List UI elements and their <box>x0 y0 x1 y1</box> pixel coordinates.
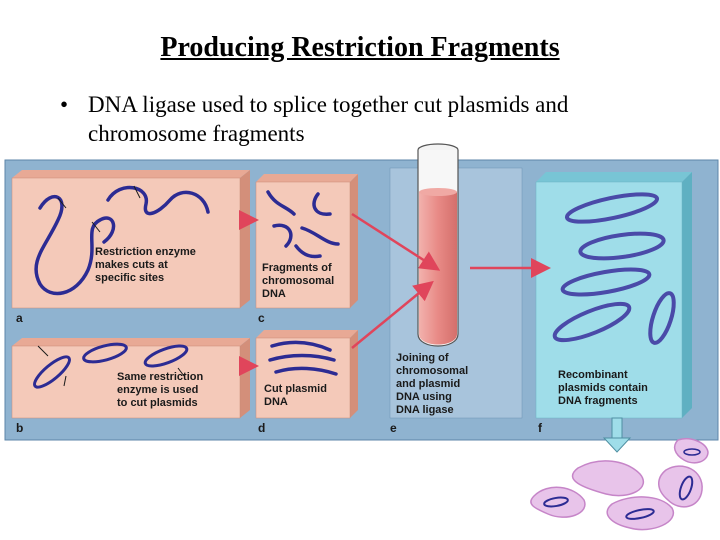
caption-line: Fragments of <box>262 262 332 274</box>
bacterial-cell <box>530 486 586 518</box>
slide-title: Producing Restriction Fragments <box>160 32 560 63</box>
panel-letter-a: a <box>16 311 23 325</box>
recombinant-plasmid <box>578 231 666 261</box>
caption-line: DNA <box>264 396 288 408</box>
bullet-text: DNA ligase used to splice together cut p… <box>88 92 569 146</box>
panel-f: Recombinant plasmids contain DNA fragmen… <box>535 172 692 435</box>
cell-plasmid <box>678 475 694 501</box>
cut-plasmid-strand <box>274 366 338 376</box>
cut-site-pointer <box>133 185 141 199</box>
dna-fragment <box>266 190 296 216</box>
cut-site-pointer <box>63 375 67 387</box>
caption-line: to cut plasmids <box>117 397 198 409</box>
panel-d: Cut plasmid DNA d <box>255 330 358 435</box>
caption-line: DNA using <box>396 391 452 403</box>
tube-liquid <box>419 192 457 345</box>
caption-line: DNA fragments <box>558 395 638 407</box>
panel-a-caption: Restriction enzyme makes cuts at specifi… <box>95 246 199 284</box>
cut-site-pointer <box>37 345 49 357</box>
caption-line: plasmids contain <box>558 382 648 394</box>
bacterial-cell <box>606 496 675 531</box>
process-arrows <box>239 210 551 376</box>
recombinant-plasmid <box>648 291 676 345</box>
caption-line: Same restriction <box>117 371 203 383</box>
caption-line: and plasmid <box>396 378 460 390</box>
cut-site-pointer <box>91 221 101 233</box>
panel-c: Fragments of chromosomal DNA c <box>255 174 358 325</box>
arrow-c-to-e <box>351 212 441 271</box>
dna-fragment <box>272 223 293 248</box>
caption-line: makes cuts at <box>95 259 168 271</box>
panel-b-caption: Same restriction enzyme is used to cut p… <box>117 371 206 409</box>
caption-line: Recombinant <box>558 369 628 381</box>
caption-line: Cut plasmid <box>264 383 327 395</box>
panel-a: Restriction enzyme makes cuts at specifi… <box>11 170 250 325</box>
caption-line: chromosomal <box>262 275 334 287</box>
panel-letter-f: f <box>538 421 543 435</box>
caption-line: specific sites <box>95 272 164 284</box>
caption-line: enzyme is used <box>117 384 198 396</box>
panel-f-caption: Recombinant plasmids contain DNA fragmen… <box>558 369 651 407</box>
dna-fragment <box>300 226 340 246</box>
cut-site-pointer <box>177 367 185 377</box>
plasmid <box>82 342 128 364</box>
cut-plasmid-strand <box>268 353 336 362</box>
recombinant-plasmid <box>564 192 660 224</box>
panel-c-caption: Fragments of chromosomal DNA <box>262 262 337 300</box>
panel-d-caption: Cut plasmid DNA <box>264 383 330 408</box>
arrow-d-to-e <box>351 280 434 349</box>
dna-fragment <box>294 244 322 259</box>
recombinant-plasmid <box>560 267 652 297</box>
panel-letter-e: e <box>390 421 397 435</box>
cell-plasmid <box>625 508 655 520</box>
bacterial-cell <box>673 438 709 464</box>
chromosomal-dna-strand <box>34 195 116 296</box>
cell-plasmid <box>543 496 569 508</box>
chromosomal-dna-strand <box>106 185 210 216</box>
recombinant-plasmid <box>552 301 632 343</box>
caption-line: Restriction enzyme <box>95 246 196 258</box>
plasmid <box>33 355 71 389</box>
bacterial-cells <box>530 438 709 531</box>
caption-line: chromosomal <box>396 365 468 377</box>
panel-e: Joining of chromosomal and plasmid DNA u… <box>389 143 523 435</box>
caption-line: Joining of <box>396 352 449 364</box>
panel-letter-c: c <box>258 311 265 325</box>
down-arrow <box>602 417 632 453</box>
caption-line: DNA <box>262 288 286 300</box>
cell-plasmid <box>683 448 701 456</box>
cut-plasmid-strand <box>270 340 332 352</box>
bullet-marker: • <box>60 92 69 117</box>
panel-e-caption: Joining of chromosomal and plasmid DNA u… <box>396 352 471 416</box>
plasmid <box>143 344 189 368</box>
dna-fragment <box>312 192 332 216</box>
panel-letter-d: d <box>258 421 265 435</box>
bacterial-cell <box>571 460 645 497</box>
cut-site-pointer <box>57 197 67 209</box>
caption-line: DNA ligase <box>396 404 454 416</box>
panel-letter-b: b <box>16 421 23 435</box>
